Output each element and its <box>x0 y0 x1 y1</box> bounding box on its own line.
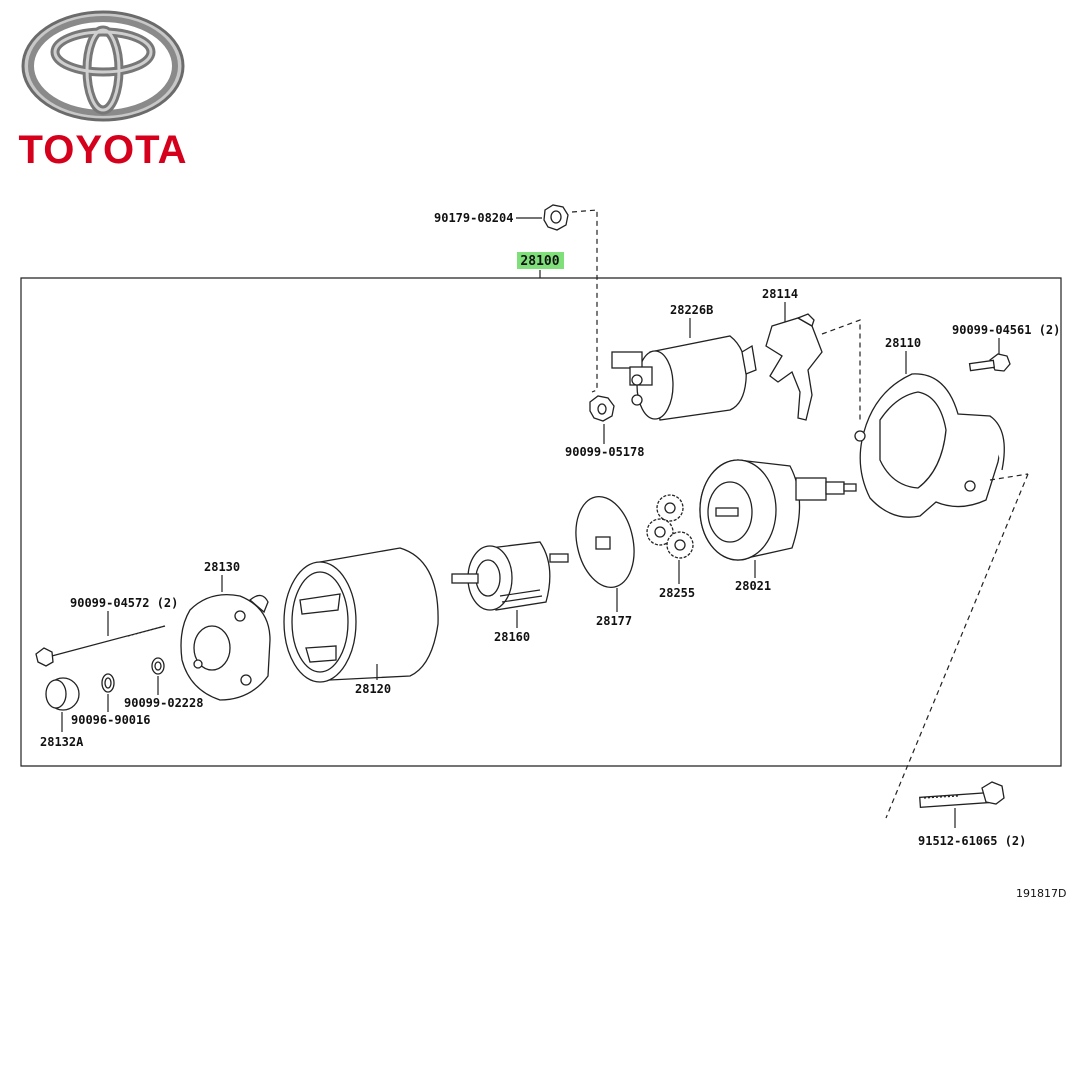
lever-part <box>765 313 823 421</box>
mount-bolt-part <box>919 781 1005 809</box>
washer-a-part <box>101 673 115 693</box>
callout-gears[interactable]: 28255 <box>659 586 695 600</box>
solenoid-part <box>611 335 757 421</box>
cap-part <box>45 677 80 711</box>
nut-top-part <box>543 204 569 231</box>
callout-mount-bolt[interactable]: 91512-61065 (2) <box>918 834 1026 848</box>
yoke-part <box>283 547 439 683</box>
assembly-part-no[interactable]: 28100 <box>520 254 559 269</box>
armature-part <box>451 541 569 611</box>
gears-part <box>646 494 694 559</box>
figure-code: 191817D <box>1016 887 1066 900</box>
toyota-emblem-icon <box>21 10 185 122</box>
assembly-highlight <box>517 252 564 269</box>
through-bolt-part <box>35 625 166 667</box>
solenoid-nut-part <box>589 395 615 422</box>
washer-b-part <box>151 657 165 675</box>
callout-cap[interactable]: 28132A <box>40 735 84 749</box>
callout-solenoid-nut[interactable]: 90099-05178 <box>565 445 644 459</box>
callout-washer-a[interactable]: 90096-90016 <box>71 713 150 727</box>
callout-washer-b[interactable]: 90099-02228 <box>124 696 203 710</box>
callout-yoke[interactable]: 28120 <box>355 682 391 696</box>
brand-wordmark: TOYOTA <box>19 128 188 170</box>
callout-end-frame[interactable]: 28130 <box>204 560 240 574</box>
callout-armature[interactable]: 28160 <box>494 630 530 644</box>
callout-housing-bolt[interactable]: 90099-04561 (2) <box>952 323 1060 337</box>
clutch-part <box>699 459 857 561</box>
toyota-logo: TOYOTA <box>19 10 188 170</box>
assembly-frame <box>20 277 1062 767</box>
housing-bolt-part <box>968 353 1011 372</box>
callout-clutch[interactable]: 28021 <box>735 579 771 593</box>
end-frame-part <box>180 593 271 701</box>
callout-through-bolt[interactable]: 90099-04572 (2) <box>70 596 178 610</box>
callout-housing[interactable]: 28110 <box>885 336 921 350</box>
callout-nut-top[interactable]: 90179-08204 <box>434 211 513 225</box>
callout-plate[interactable]: 28177 <box>596 614 632 628</box>
callout-solenoid[interactable]: 28226B <box>670 303 713 317</box>
plate-part <box>575 495 635 589</box>
callout-lever[interactable]: 28114 <box>762 287 798 301</box>
housing-part <box>854 373 1005 518</box>
